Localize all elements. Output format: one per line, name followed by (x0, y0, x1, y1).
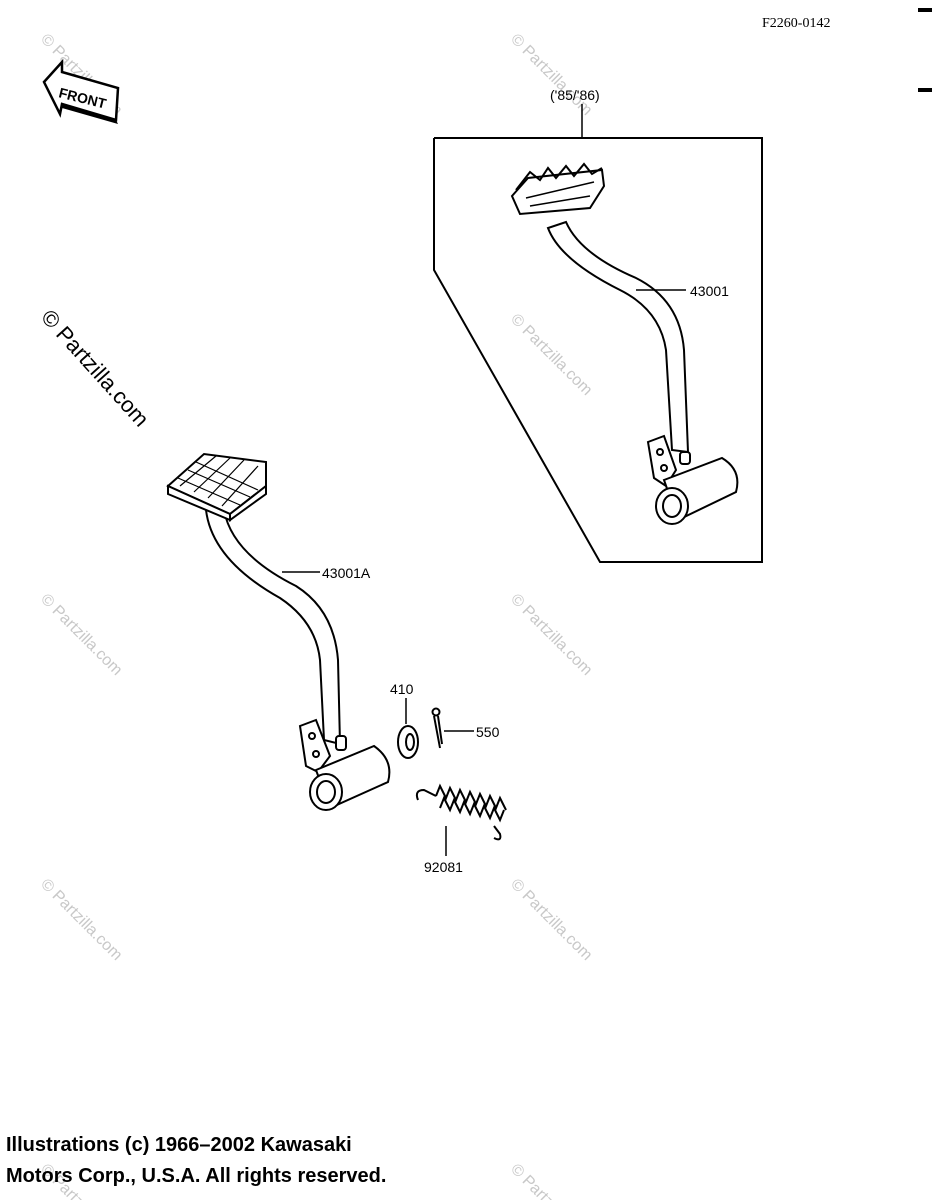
watermark: © Partzilla.com (37, 876, 125, 964)
watermark: © Partzilla.com (507, 311, 595, 399)
copyright-line-1: Illustrations (c) 1966–2002 Kawasaki (6, 1134, 352, 1156)
spring-drawing (415, 783, 507, 841)
watermark: © Partzilla.com (507, 591, 595, 679)
variant-label: ('85/'86) (550, 87, 600, 103)
margin-mark-bottom (918, 88, 932, 92)
watermark: © Partzilla.com (507, 876, 595, 964)
front-arrow-icon: FRONT (42, 58, 120, 124)
part-number-550: 550 (476, 724, 500, 740)
part-number-43001A: 43001A (322, 565, 371, 581)
part-number-410: 410 (390, 681, 414, 697)
brake-pedal-drawing (166, 452, 391, 811)
margin-mark-top (918, 8, 932, 12)
cotter-pin-drawing (431, 707, 443, 749)
variant-inset-frame (433, 104, 763, 563)
watermark: © Partzilla.com (37, 591, 125, 679)
brake-pedal-variant-drawing (510, 162, 739, 525)
figure-code: F2260-0142 (762, 16, 830, 31)
copyright-line-2: Motors Corp., U.S.A. All rights reserved… (6, 1165, 387, 1187)
watermark-prominent: © Partzilla.com (36, 305, 154, 432)
part-number-92081: 92081 (424, 859, 463, 875)
copyright-notice: Illustrations (c) 1966–2002 Kawasaki Mot… (6, 1130, 606, 1192)
part-number-43001: 43001 (690, 283, 729, 299)
washer-drawing (397, 725, 419, 759)
